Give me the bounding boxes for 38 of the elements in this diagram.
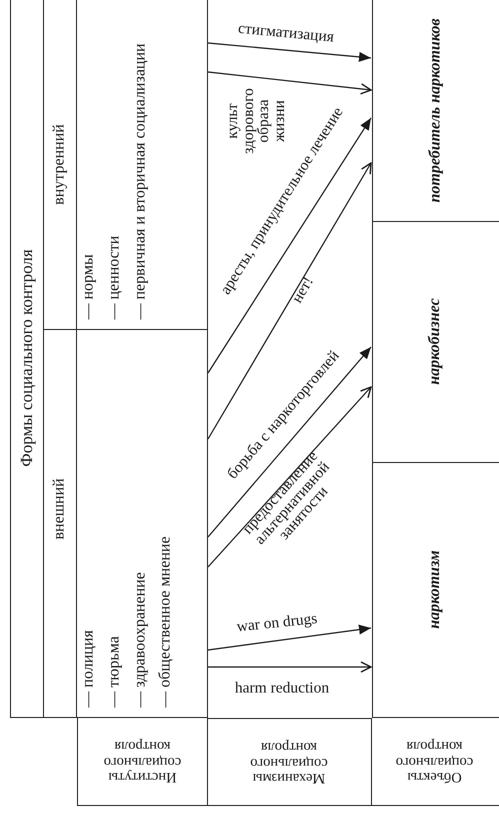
column-heading: внутренний: [51, 124, 68, 204]
table-cell: [77, 718, 208, 806]
row-heading: Механизмы социального контроля: [249, 739, 329, 785]
table-cell: [208, 718, 372, 806]
arrow: [208, 346, 372, 538]
arrow: [208, 118, 372, 374]
table-cell: [77, 0, 208, 330]
list-item: — первичная и вторичная социализации: [132, 42, 148, 319]
list-item: — общественное мнение: [157, 536, 174, 707]
row-heading: Институты социального контроля: [102, 738, 182, 784]
arrow: [208, 624, 372, 651]
list-item: — полиция: [80, 630, 97, 707]
arrow: [207, 162, 372, 440]
object-label: наркотизм: [427, 550, 444, 629]
arrow: [208, 71, 372, 95]
object-label: потребитель наркотиков: [427, 18, 444, 202]
column-heading: Формы социального контроля: [18, 249, 36, 467]
arrow: [208, 42, 372, 62]
edge-label: культ здорового образа жизни: [225, 87, 287, 156]
object-label: наркобизнес: [427, 298, 444, 385]
table-cell: [10, 0, 44, 718]
table-cell: [372, 222, 499, 463]
column-heading: внешний: [51, 478, 68, 539]
list-item: — ценности: [106, 235, 123, 319]
edge-label: war on drugs: [234, 609, 320, 638]
list-item: — нормы: [80, 254, 97, 319]
edge-label: harm reduction: [234, 680, 330, 696]
arrow: [208, 661, 372, 673]
row-heading: Объекты социального контроля: [394, 738, 474, 784]
arrow: [208, 386, 372, 568]
table-cell: [77, 330, 208, 718]
edge-label: стигматизация: [236, 18, 336, 48]
table-cell: [372, 463, 499, 718]
list-item: — тюрьма: [106, 636, 123, 707]
table-cell: [44, 0, 77, 330]
table-cell: [44, 330, 77, 718]
table-cell: [372, 0, 499, 222]
list-item: — здравоохранение: [132, 572, 148, 707]
